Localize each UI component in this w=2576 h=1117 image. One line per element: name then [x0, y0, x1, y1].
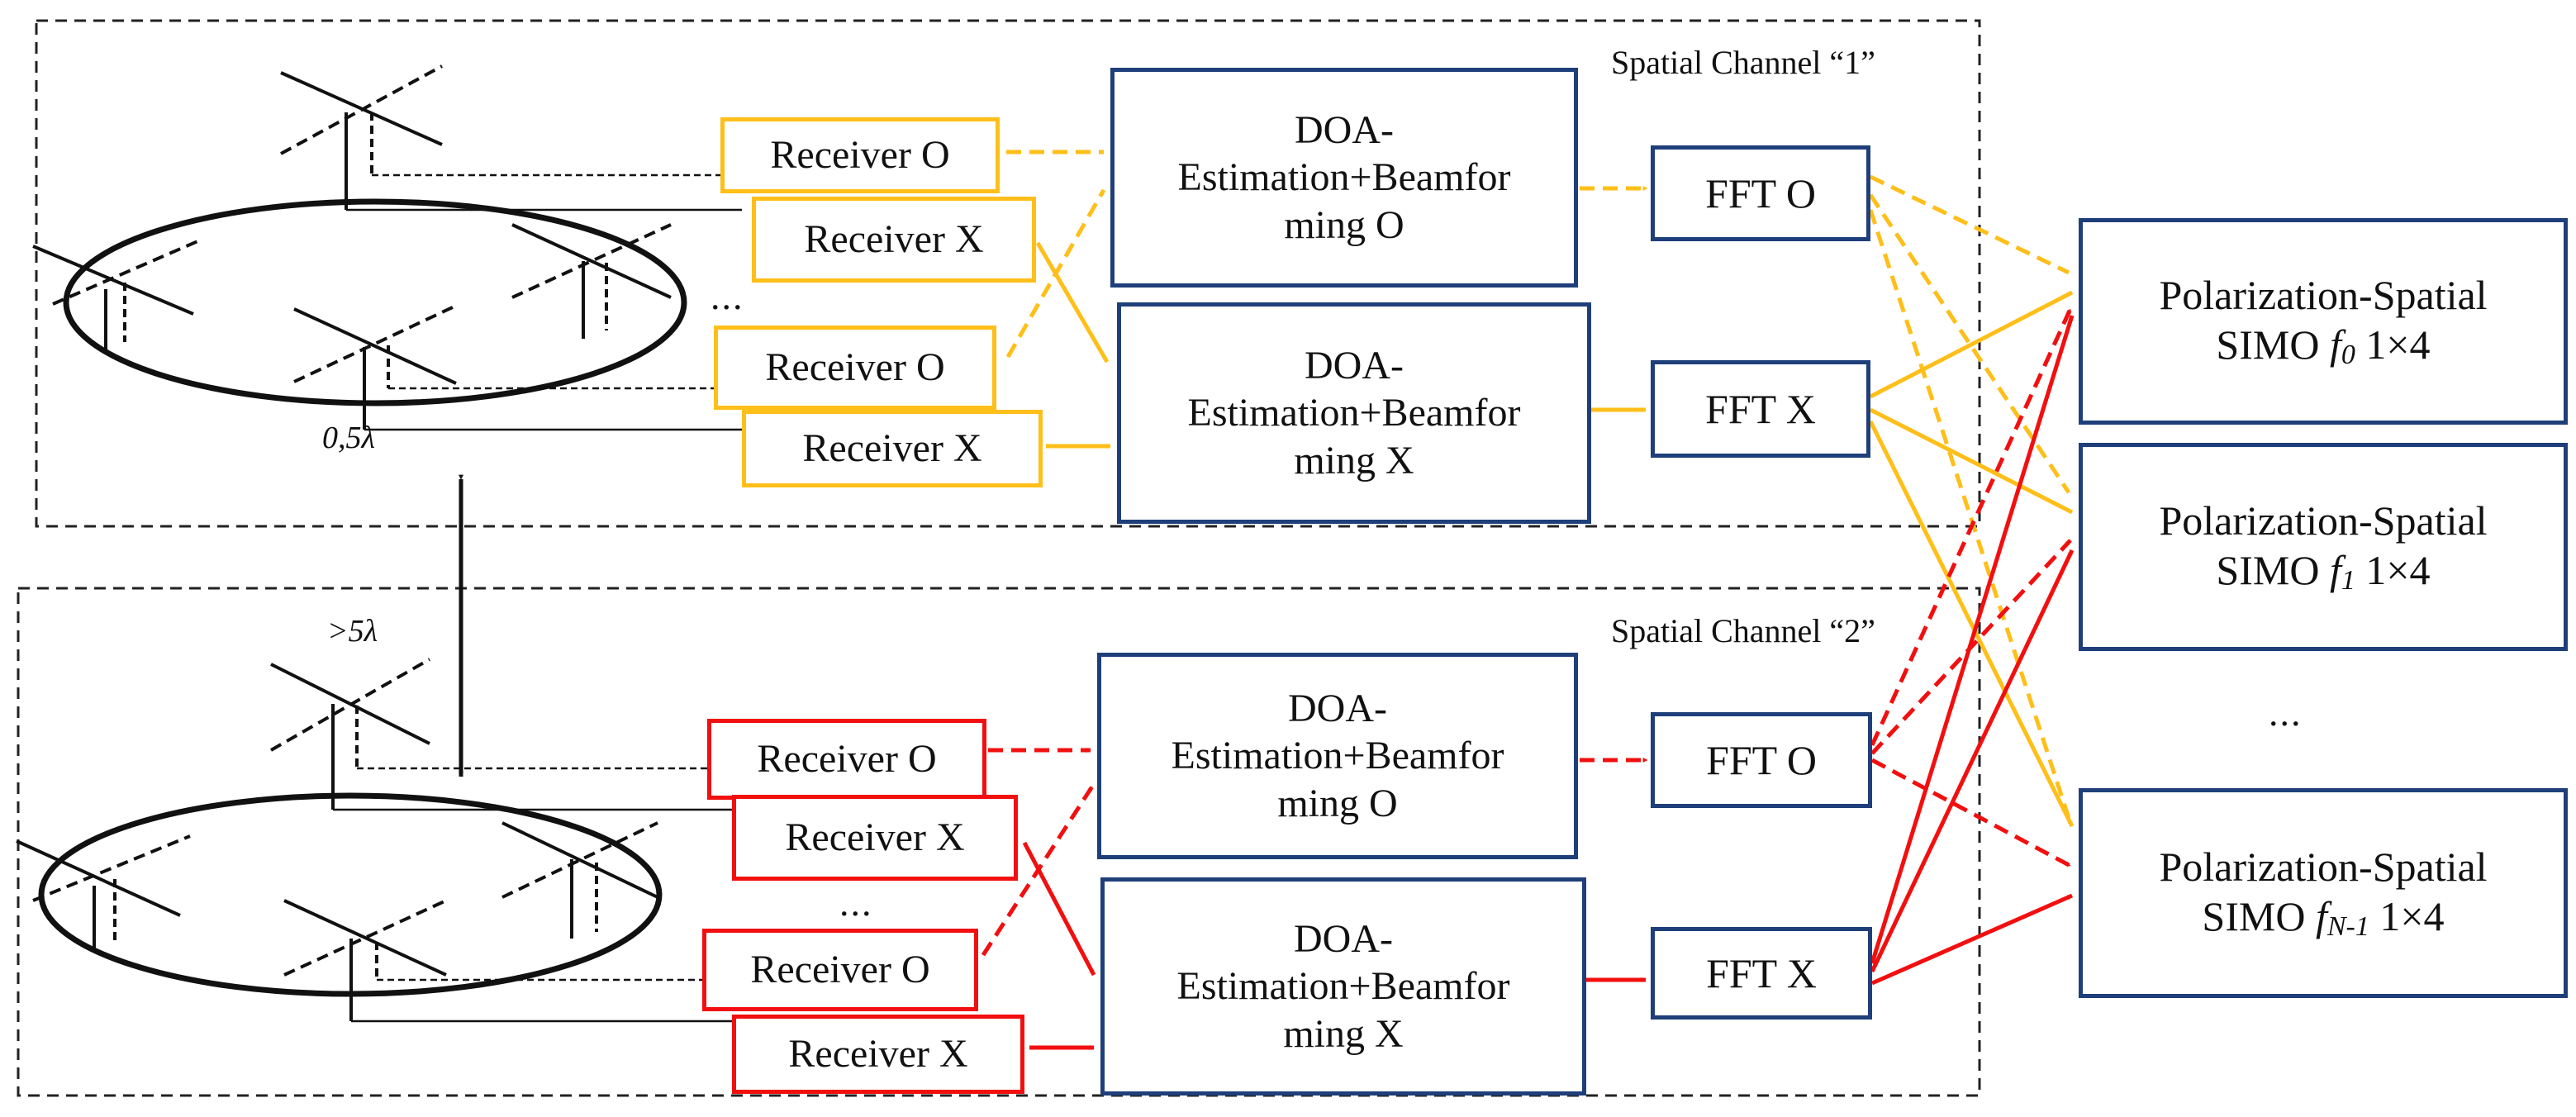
proc-line: DOA-	[1294, 916, 1393, 961]
proc-line: ming O	[1284, 202, 1404, 247]
output-title: Polarization-Spatial	[2159, 272, 2488, 319]
output-subtitle: SIMO fN-1 1×4	[2202, 893, 2445, 943]
output-title: Polarization-Spatial	[2159, 497, 2488, 544]
proc-line: ming X	[1283, 1011, 1404, 1056]
channel-1-fft-x: FFT X	[1651, 360, 1870, 458]
output-simo-f1: Polarization-Spatial SIMO f1 1×4	[2079, 443, 2568, 651]
array-2-more-dots: ...	[839, 882, 873, 924]
proc-line: Estimation+Beamfor	[1176, 964, 1510, 1009]
outputs-more-dots: ...	[2269, 692, 2303, 734]
channel-2-receiver-o-2: Receiver O	[702, 929, 978, 1011]
spatial-channel-2-label: Spatial Channel “2”	[1611, 612, 1875, 649]
channel-1-fft-o: FFT O	[1651, 145, 1870, 241]
channel-1-receiver-o-1: Receiver O	[720, 117, 1000, 193]
channel-2-fft-x: FFT X	[1651, 927, 1872, 1020]
channel-separation-label: >5λ	[327, 614, 378, 649]
channel-2-receiver-o-1: Receiver O	[707, 719, 986, 800]
channel-1-receiver-x-2: Receiver X	[742, 410, 1043, 487]
channel-2-receiver-x-1: Receiver X	[732, 795, 1018, 881]
channel-2-doa-beamforming-o: DOA- Estimation+Beamfor ming O	[1097, 653, 1578, 859]
spatial-channel-1-label: Spatial Channel “1”	[1611, 44, 1875, 81]
output-simo-f0: Polarization-Spatial SIMO f0 1×4	[2079, 218, 2568, 425]
channel-1-doa-beamforming-x: DOA- Estimation+Beamfor ming X	[1117, 302, 1591, 524]
output-subtitle: SIMO f1 1×4	[2216, 547, 2431, 597]
channel-2-connectors	[981, 307, 2075, 1050]
output-title: Polarization-Spatial	[2159, 844, 2488, 891]
proc-line: Estimation+Beamfor	[1187, 391, 1521, 435]
proc-line: DOA-	[1305, 343, 1404, 387]
channel-1-receiver-x-1: Receiver X	[752, 197, 1036, 283]
antenna-array-2	[16, 658, 732, 1023]
channel-1-receiver-o-2: Receiver O	[714, 326, 996, 410]
antenna-spacing-label: 0,5λ	[322, 421, 375, 455]
proc-line: DOA-	[1288, 686, 1387, 730]
channel-1-connectors	[1005, 150, 2075, 828]
channel-2-doa-beamforming-x: DOA- Estimation+Beamfor ming X	[1100, 877, 1586, 1096]
proc-line: ming X	[1294, 438, 1414, 482]
channel-2-receiver-x-2: Receiver X	[732, 1015, 1024, 1094]
spatial-channel-1-frame	[35, 19, 1981, 528]
proc-line: DOA-	[1295, 107, 1394, 152]
array-1-more-dots: ...	[711, 275, 744, 317]
proc-line: Estimation+Beamfor	[1171, 734, 1504, 778]
output-simo-fn-1: Polarization-Spatial SIMO fN-1 1×4	[2079, 788, 2568, 998]
proc-line: ming O	[1277, 781, 1398, 825]
channel-1-doa-beamforming-o: DOA- Estimation+Beamfor ming O	[1110, 68, 1578, 288]
output-subtitle: SIMO f0 1×4	[2216, 321, 2431, 371]
antenna-array-1	[32, 64, 742, 431]
channel-2-fft-o: FFT O	[1651, 712, 1872, 808]
proc-line: Estimation+Beamfor	[1177, 155, 1511, 200]
